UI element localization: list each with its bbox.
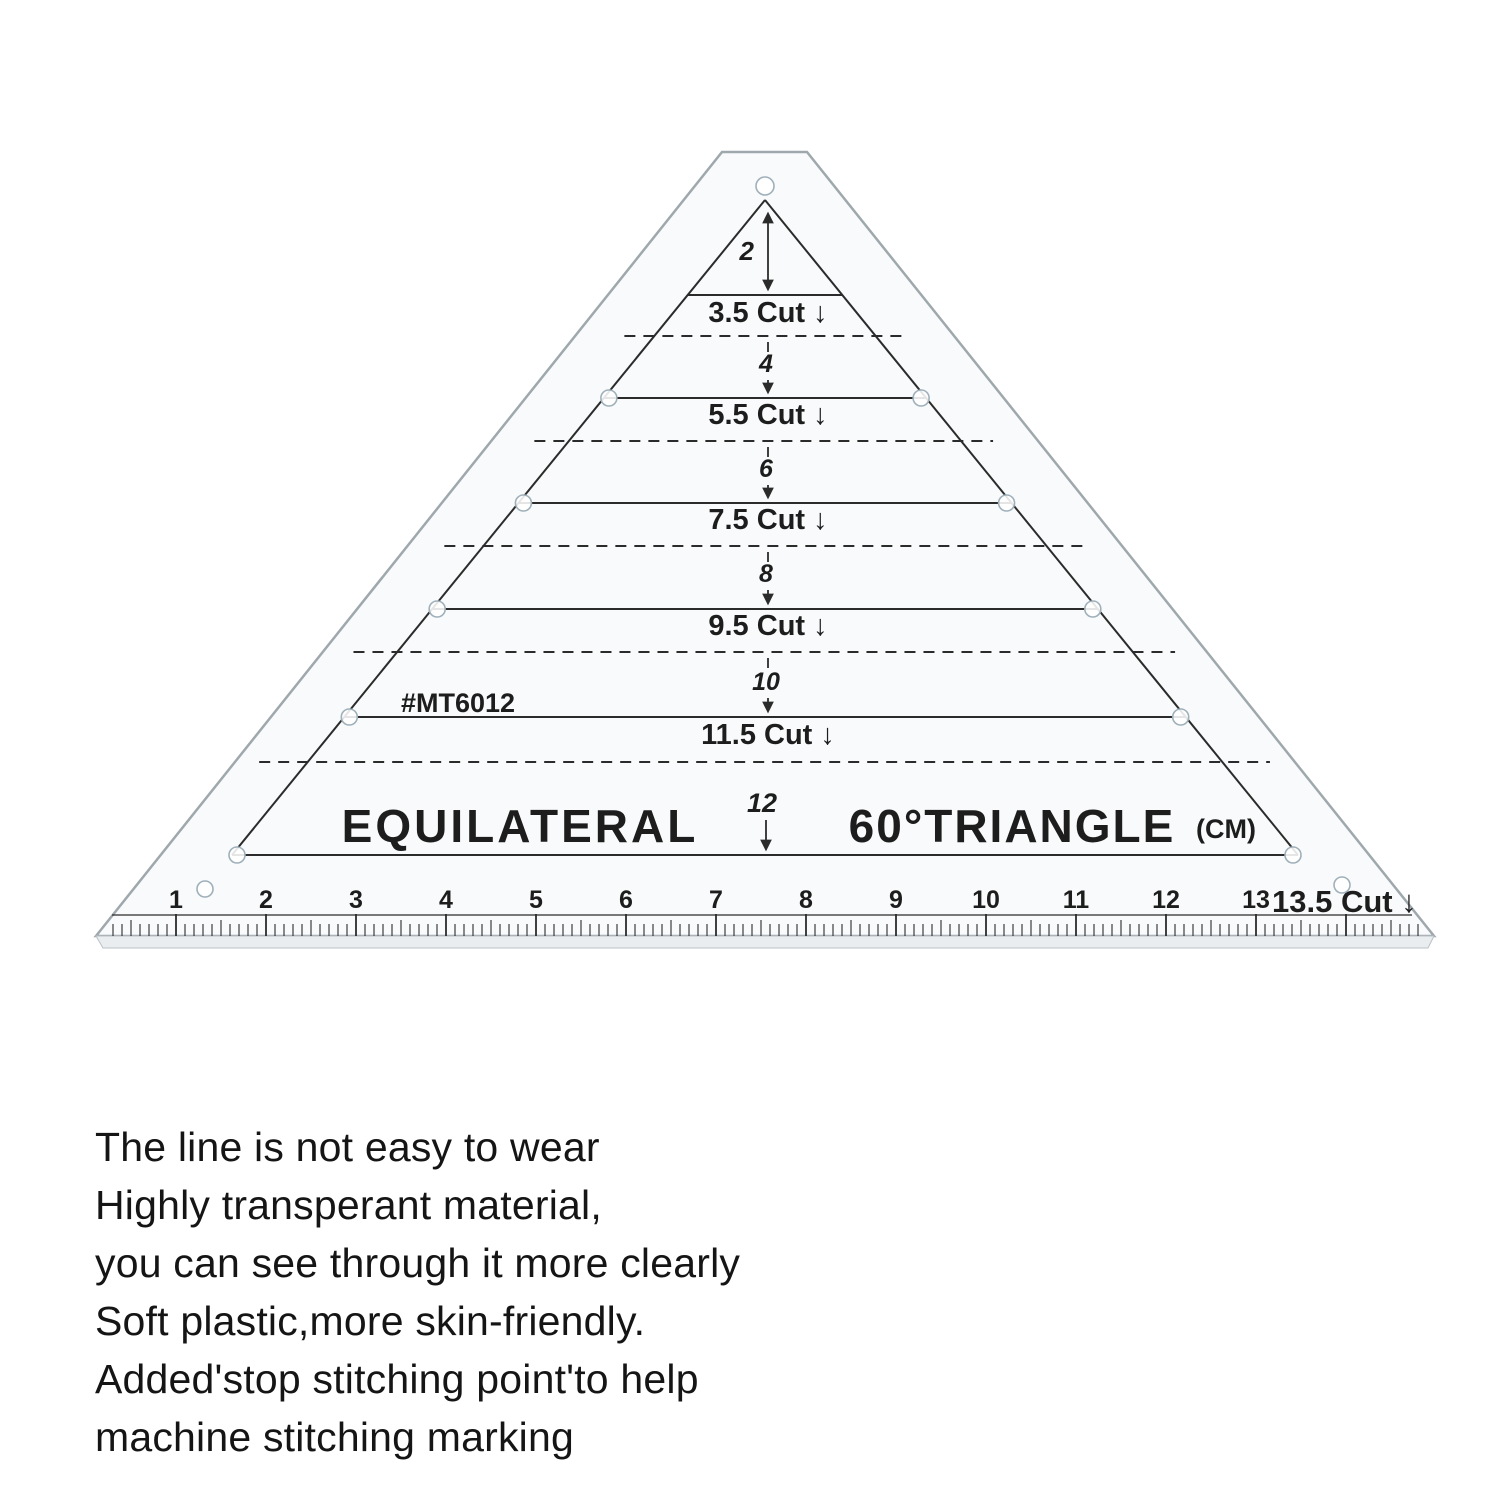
cut-label-11.5: 11.5 Cut ↓ bbox=[701, 719, 835, 751]
stitching-hole bbox=[755, 176, 775, 196]
stitching-hole bbox=[600, 389, 618, 407]
stitching-hole bbox=[1333, 876, 1351, 894]
stitching-hole bbox=[228, 846, 246, 864]
scale-number-4: 4 bbox=[439, 886, 453, 914]
size-number-6: 6 bbox=[759, 455, 774, 483]
description-line: Soft plastic,more skin-friendly. bbox=[95, 1298, 646, 1344]
size-number-10: 10 bbox=[752, 668, 780, 696]
scale-number-13: 13 bbox=[1242, 886, 1270, 914]
cut-label-3.5: 3.5 Cut ↓ bbox=[708, 297, 827, 329]
cut-label-9.5: 9.5 Cut ↓ bbox=[708, 610, 827, 642]
scale-number-9: 9 bbox=[889, 886, 903, 914]
stitching-hole bbox=[1284, 846, 1302, 864]
description-line: you can see through it more clearly bbox=[95, 1240, 741, 1286]
stitching-hole bbox=[428, 600, 446, 618]
scale-number-11: 11 bbox=[1063, 886, 1090, 914]
stitching-hole bbox=[514, 494, 533, 512]
scale-number-3: 3 bbox=[349, 886, 363, 914]
scale-number-5: 5 bbox=[529, 886, 543, 914]
cut-label-7.5: 7.5 Cut ↓ bbox=[708, 504, 827, 536]
cut-label-5.5: 5.5 Cut ↓ bbox=[708, 399, 827, 431]
nested-slant-right bbox=[764, 199, 1299, 856]
title-equilateral: EQUILATERAL bbox=[342, 800, 699, 852]
description-line: Added'stop stitching point'to help bbox=[95, 1356, 699, 1402]
description-line: Highly transperant material, bbox=[95, 1182, 602, 1228]
title-unit: (CM) bbox=[1196, 814, 1256, 844]
nested-slant-left bbox=[231, 199, 766, 856]
ruler-markings: 2 3.5 Cut ↓ 4 5.5 Cut ↓ 6 7.5 Cut ↓ 8 9.5 Cut ↓… bbox=[196, 176, 1417, 919]
model-label: #MT6012 bbox=[401, 688, 515, 718]
stitching-hole bbox=[1084, 600, 1102, 618]
title-triangle: 60°TRIANGLE bbox=[849, 800, 1176, 852]
size-number-2: 2 bbox=[739, 236, 755, 266]
size-number-12: 12 bbox=[747, 788, 777, 818]
scale-number-10: 10 bbox=[972, 886, 1000, 914]
stitching-hole bbox=[196, 880, 214, 898]
scale-number-1: 1 bbox=[169, 886, 183, 914]
scale-number-2: 2 bbox=[259, 886, 273, 914]
size-number-4: 4 bbox=[758, 350, 773, 378]
scale-number-7: 7 bbox=[709, 886, 723, 914]
description-text: The line is not easy to wear Highly tran… bbox=[95, 1118, 740, 1466]
stitching-hole bbox=[1171, 708, 1190, 726]
ruler-bottom-edge bbox=[95, 935, 1435, 949]
description-line: The line is not easy to wear bbox=[95, 1124, 600, 1170]
description-line: machine stitching marking bbox=[95, 1414, 574, 1460]
size-number-8: 8 bbox=[759, 560, 773, 588]
stitching-hole bbox=[340, 708, 359, 726]
stitching-hole bbox=[997, 494, 1016, 512]
triangle-ruler: 2 3.5 Cut ↓ 4 5.5 Cut ↓ 6 7.5 Cut ↓ 8 9.5 Cut ↓… bbox=[93, 150, 1437, 949]
scale-number-12: 12 bbox=[1152, 886, 1180, 914]
scale-number-6: 6 bbox=[619, 886, 633, 914]
stitching-hole bbox=[912, 389, 930, 407]
scale-number-8: 8 bbox=[799, 886, 813, 914]
